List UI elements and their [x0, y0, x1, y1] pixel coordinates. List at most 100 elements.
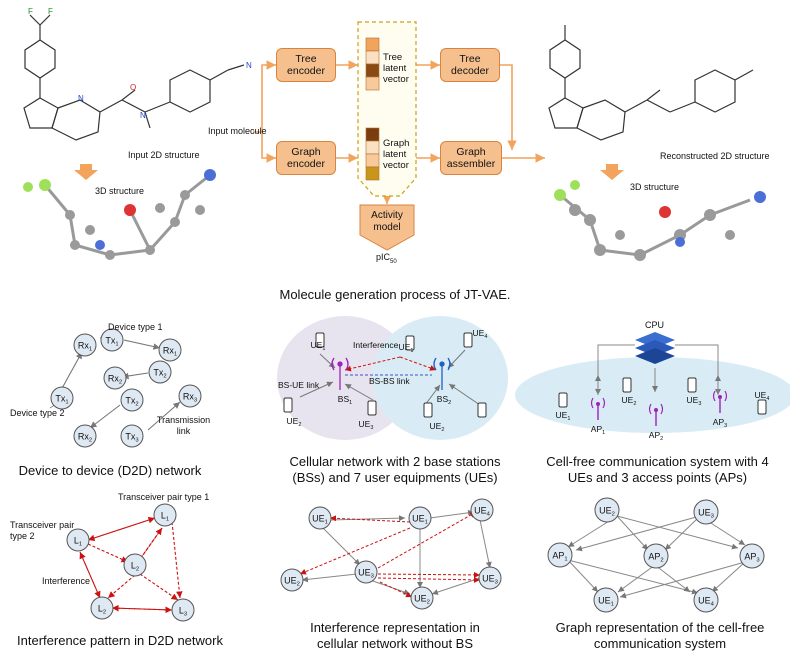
phone-icon [622, 377, 632, 393]
ue-label: UE3 [359, 419, 374, 431]
tree-latent-vector-cells [365, 37, 380, 91]
input-molecule-label: Input molecule [208, 126, 267, 136]
svg-text:Rx1: Rx1 [163, 346, 177, 358]
ue-label: UE3 [687, 395, 702, 407]
latent-cell [365, 166, 380, 181]
d2d-caption: Device to device (D2D) network [18, 463, 202, 478]
d2d-node: Rx1 [158, 338, 182, 362]
flow-to-graph-encoder [261, 132, 276, 163]
graph-encoder-box: Graph encoder [276, 141, 336, 175]
bs1-cell [277, 316, 413, 440]
svg-text:Tx3: Tx3 [125, 432, 138, 444]
svg-text:O: O [130, 83, 136, 92]
jtvae-caption: Molecule generation process of JT-VAE. [279, 287, 511, 302]
flow-decoder-down [500, 64, 517, 150]
svg-text:Rx1: Rx1 [78, 341, 92, 353]
graph-latent-label: Graph latent vector [383, 138, 410, 171]
ue-label: UE4 [473, 328, 488, 340]
svg-text:N: N [140, 111, 146, 120]
d2d-node: Rx3 [178, 384, 202, 408]
svg-text:N: N [246, 61, 252, 70]
ue-node: UE2 [280, 568, 304, 592]
svg-text:UE4: UE4 [698, 596, 715, 608]
svg-text:UE1: UE1 [312, 514, 328, 526]
link-node: L1 [153, 503, 177, 527]
svg-text:AP2: AP2 [648, 552, 663, 564]
phone-icon [423, 402, 433, 418]
device-type-1-label: Device type 1 [108, 322, 163, 332]
molecule-atom-labels: O N N N F F [28, 7, 252, 120]
input-3d-molecule [23, 169, 216, 260]
svg-text:L2: L2 [98, 604, 106, 616]
tree-decoder-box: Tree decoder [440, 48, 500, 82]
d2d-node: Tx2 [148, 360, 172, 384]
graph-node: AP1 [547, 542, 573, 568]
svg-text:Rx2: Rx2 [78, 432, 92, 444]
tree-latent-label: Tree latent vector [383, 52, 409, 85]
d2d-node: Tx1 [100, 328, 124, 352]
latent-cell [365, 50, 380, 65]
down-arrow-icon [600, 164, 624, 180]
device-type-2-label: Device type 2 [10, 408, 65, 418]
svg-text:UE4: UE4 [474, 506, 491, 518]
phone-icon [558, 392, 568, 408]
ue-label: UE4 [755, 390, 770, 402]
interference-d2d-caption: Interference pattern in D2D network [17, 633, 223, 648]
svg-text:UE2: UE2 [599, 506, 615, 518]
output-2d-molecule [548, 25, 754, 141]
svg-text:Tx1: Tx1 [105, 336, 118, 348]
graph-node: AP2 [643, 543, 669, 569]
link-node: L2 [123, 553, 147, 577]
interference-d2d-label: Interference [42, 576, 91, 586]
down-arrow-icon [74, 164, 98, 180]
ue-node: UE1 [308, 506, 332, 530]
d2d-node: Rx2 [73, 424, 97, 448]
ap-label: AP1 [591, 424, 605, 436]
ue-node: UE1 [408, 506, 432, 530]
d2d-node: Tx3 [120, 424, 144, 448]
latent-cell [365, 37, 380, 52]
svg-text:F: F [28, 7, 33, 16]
ue-label: UE2 [622, 395, 637, 407]
output-3d-label: 3D structure [630, 182, 680, 192]
svg-text:UE3: UE3 [358, 568, 374, 580]
svg-text:AP3: AP3 [744, 552, 759, 564]
svg-text:Tx2: Tx2 [153, 368, 166, 380]
d2d-node: Tx1 [50, 386, 74, 410]
flow-to-tree-encoder [253, 60, 276, 133]
output-3d-molecule [554, 180, 766, 261]
ue-node: UE3 [478, 566, 502, 590]
svg-text:L3: L3 [179, 606, 187, 618]
cellular-caption: Cellular network with 2 base stations(BS… [289, 454, 501, 485]
input-3d-label: 3D structure [95, 186, 145, 196]
ap-antenna-icon [590, 397, 606, 420]
ap-antenna-icon [712, 390, 728, 413]
activity-model-label: Activity model [371, 210, 403, 233]
d2d-node: Tx2 [120, 388, 144, 412]
phone-icon [283, 397, 293, 413]
pair-type-1-label: Transceiver pair type 1 [118, 492, 210, 502]
interference-label: Interference [353, 340, 399, 350]
input-2d-label: Input 2D structure [128, 150, 200, 160]
link-node: L1 [66, 528, 90, 552]
latent-cell [365, 140, 380, 155]
svg-text:Rx2: Rx2 [108, 374, 122, 386]
svg-text:N: N [78, 94, 84, 103]
pair-type-2-label: Transceiver pair type 2 [10, 520, 75, 541]
ap-antenna-icon [648, 403, 664, 426]
ue-node: UE4 [470, 498, 494, 522]
svg-text:Rx3: Rx3 [183, 392, 197, 404]
ue-node: UE2 [410, 586, 434, 610]
ue-node: UE3 [354, 560, 378, 584]
phone-icon [405, 335, 415, 351]
ue-label: UE2 [430, 421, 445, 433]
phone-icon [463, 332, 473, 348]
svg-text:F: F [48, 7, 53, 16]
bs2-antenna-icon [433, 357, 451, 390]
